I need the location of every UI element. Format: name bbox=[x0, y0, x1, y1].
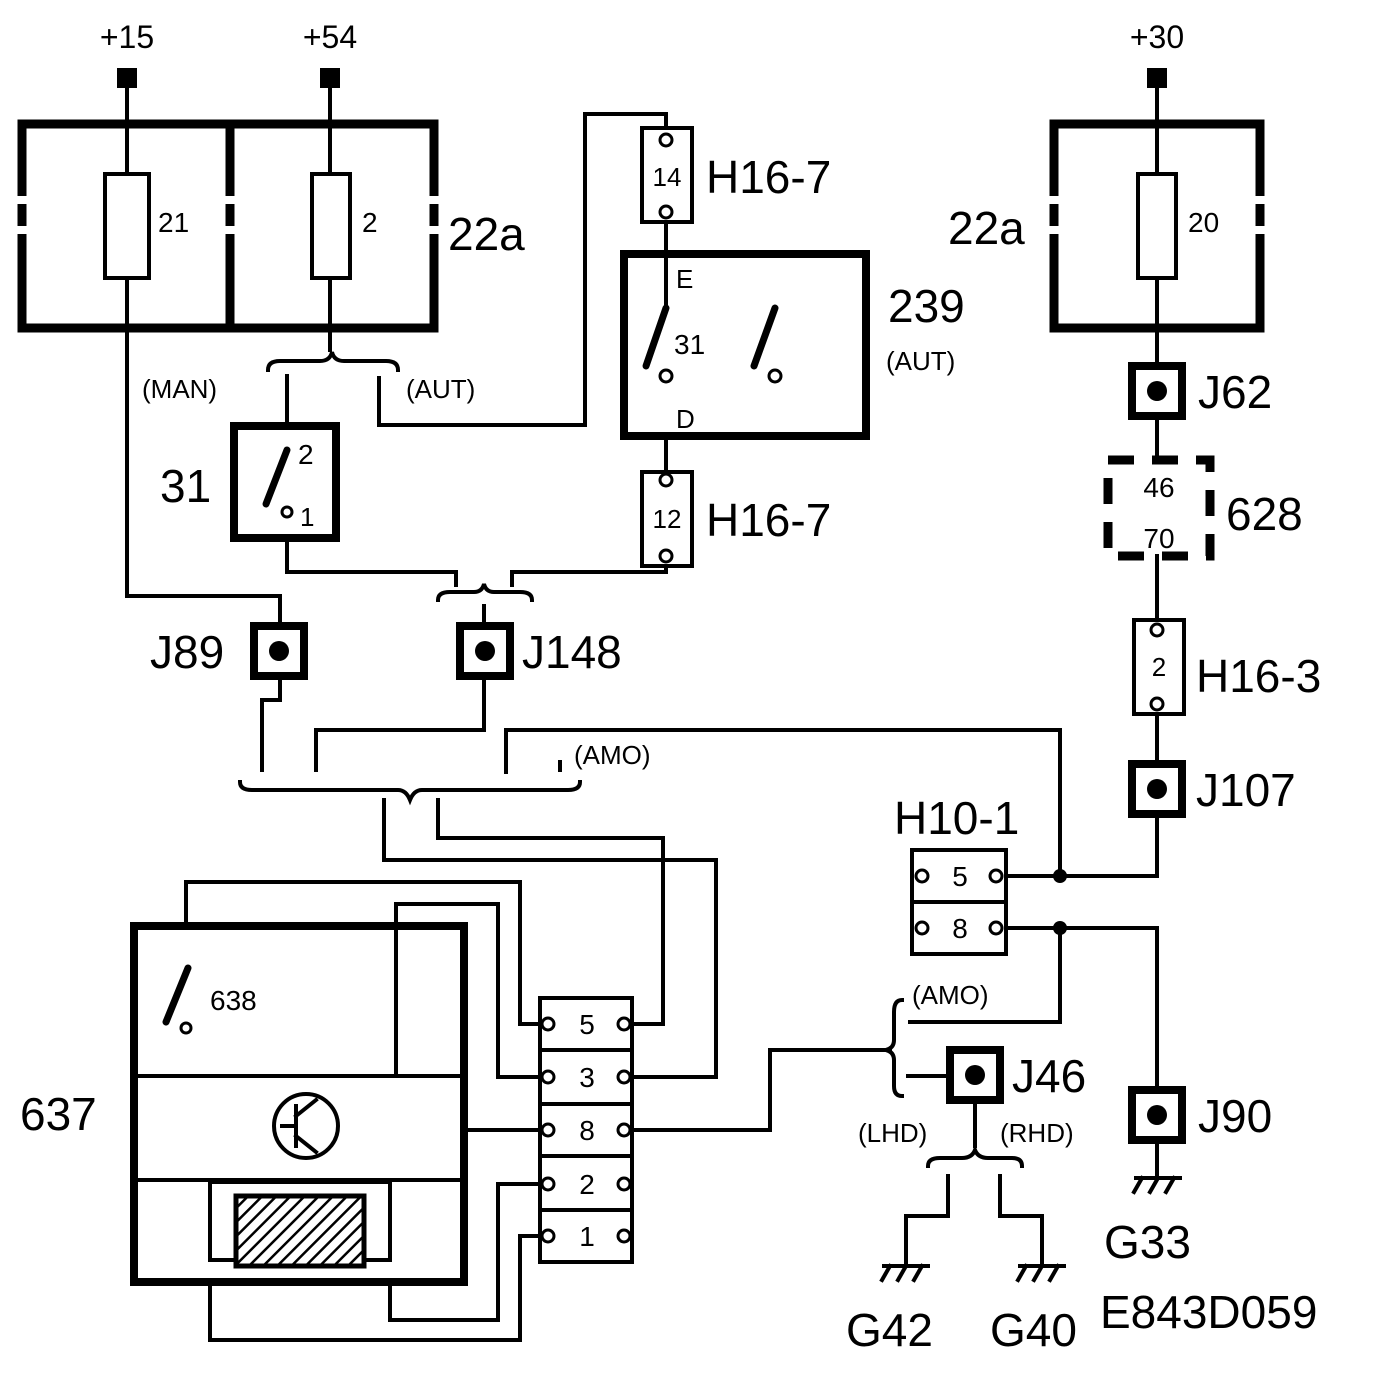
fuse-2-label: 2 bbox=[362, 207, 378, 238]
terminal-15 bbox=[117, 68, 137, 88]
label-rhd: (RHD) bbox=[1000, 1118, 1074, 1148]
label-amo-top: (AMO) bbox=[574, 740, 651, 770]
switch-31-label: 31 bbox=[160, 460, 211, 512]
ground-g33: G33 bbox=[1104, 1175, 1191, 1268]
fuse-20 bbox=[1136, 172, 1178, 280]
splice-dot-pin8 bbox=[1053, 921, 1067, 935]
h16-3-pin: 2 bbox=[1152, 652, 1166, 682]
junction-j148: J148 bbox=[456, 622, 622, 680]
fuse-21-label: 21 bbox=[158, 207, 189, 238]
relay-239: E 31 D 239 (AUT) bbox=[620, 248, 965, 440]
g33-label: G33 bbox=[1104, 1216, 1191, 1268]
terminal-15-label: +15 bbox=[100, 19, 154, 55]
junction-j62: J62 bbox=[1128, 362, 1272, 420]
h16-7-top-label: H16-7 bbox=[706, 151, 831, 203]
g42-label: G42 bbox=[846, 1304, 933, 1356]
variant-labels: (MAN) (AUT) (AMO) (AMO) (LHD) (RHD) bbox=[142, 374, 1074, 1148]
connector-637: 5 3 8 2 1 bbox=[538, 996, 634, 1264]
splice-dot-pin5 bbox=[1053, 869, 1067, 883]
relay-239-label: 239 bbox=[888, 280, 965, 332]
g40-label: G40 bbox=[990, 1304, 1077, 1356]
h16-7-top-pin: 14 bbox=[653, 162, 682, 192]
connector-h16-7-top: 14 H16-7 bbox=[640, 126, 831, 224]
connector-h16-7-bottom: 12 H16-7 bbox=[640, 470, 831, 568]
h16-7-bottom-label: H16-7 bbox=[706, 494, 831, 546]
j148-label: J148 bbox=[522, 626, 622, 678]
h16-3-label: H16-3 bbox=[1196, 650, 1321, 702]
fuse-box-right: 20 22a bbox=[948, 119, 1267, 333]
connector-637-pin-8: 8 bbox=[579, 1115, 595, 1146]
unit-628: 46 70 628 bbox=[1103, 455, 1303, 561]
j107-label: J107 bbox=[1196, 764, 1296, 816]
unit-637-label: 637 bbox=[20, 1088, 97, 1140]
switch-31: 2 1 31 bbox=[160, 422, 340, 542]
junction-j90: J90 bbox=[1128, 1086, 1272, 1144]
terminal-54 bbox=[320, 68, 340, 88]
unit-628-label: 628 bbox=[1226, 488, 1303, 540]
terminal-30-label: +30 bbox=[1130, 19, 1184, 55]
terminal-54-label: +54 bbox=[303, 19, 357, 55]
fuse-20-label: 20 bbox=[1188, 207, 1219, 238]
connector-637-pin-3: 3 bbox=[579, 1062, 595, 1093]
h10-1-label: H10-1 bbox=[894, 792, 1019, 844]
fuse-21 bbox=[103, 172, 151, 280]
junction-j107: J107 bbox=[1128, 760, 1296, 818]
drawing-code: E843D059 bbox=[1100, 1286, 1317, 1338]
label-amo-right: (AMO) bbox=[912, 980, 989, 1010]
label-man: (MAN) bbox=[142, 374, 217, 404]
relay-pin-31: 31 bbox=[674, 329, 705, 360]
fuse-box-left-label: 22a bbox=[448, 208, 525, 260]
junction-j89: J89 bbox=[150, 622, 308, 680]
connector-637-pin-2: 2 bbox=[579, 1169, 595, 1200]
ground-g40: G40 bbox=[990, 1263, 1077, 1356]
ground-g42: G42 bbox=[846, 1263, 933, 1356]
fuse-2 bbox=[310, 172, 352, 280]
h10-1-pin-5: 5 bbox=[952, 861, 968, 892]
variant-braces bbox=[237, 351, 1025, 1169]
label-lhd: (LHD) bbox=[858, 1118, 927, 1148]
j89-label: J89 bbox=[150, 626, 224, 678]
j46-label: J46 bbox=[1012, 1050, 1086, 1102]
connector-637-pin-1: 1 bbox=[579, 1221, 595, 1252]
fuse-box-right-label: 22a bbox=[948, 202, 1025, 254]
switch-638-label: 638 bbox=[210, 985, 257, 1016]
terminal-30 bbox=[1147, 68, 1167, 88]
connector-h16-3: 2 H16-3 bbox=[1132, 618, 1321, 716]
unit-628-pin-46: 46 bbox=[1143, 472, 1174, 503]
label-aut: (AUT) bbox=[406, 374, 475, 404]
relay-pin-d: D bbox=[676, 404, 695, 434]
h10-1-pin-8: 8 bbox=[952, 913, 968, 944]
connector-637-pin-5: 5 bbox=[579, 1009, 595, 1040]
h16-7-bottom-pin: 12 bbox=[653, 504, 682, 534]
j62-label: J62 bbox=[1198, 366, 1272, 418]
connector-h10-1: 5 8 H10-1 bbox=[894, 792, 1019, 956]
junctions: J89 J148 J62 J107 J46 J90 bbox=[150, 362, 1296, 1144]
unit-637: 638 637 bbox=[20, 922, 468, 1286]
grounds: G33 G42 G40 bbox=[846, 1175, 1191, 1356]
transistor-symbol bbox=[272, 1092, 340, 1160]
fuse-box-left: 21 2 22a bbox=[15, 119, 525, 333]
switch-31-pin-2: 2 bbox=[298, 439, 314, 470]
relay-239-variant: (AUT) bbox=[886, 346, 955, 376]
supply-terminals: +15 +54 +30 bbox=[100, 19, 1184, 88]
relay-pin-e: E bbox=[676, 264, 693, 294]
unit-628-pin-70: 70 bbox=[1143, 523, 1174, 554]
switch-31-pin-1: 1 bbox=[300, 502, 314, 532]
j90-label: J90 bbox=[1198, 1090, 1272, 1142]
junction-j46: J46 bbox=[946, 1046, 1086, 1104]
